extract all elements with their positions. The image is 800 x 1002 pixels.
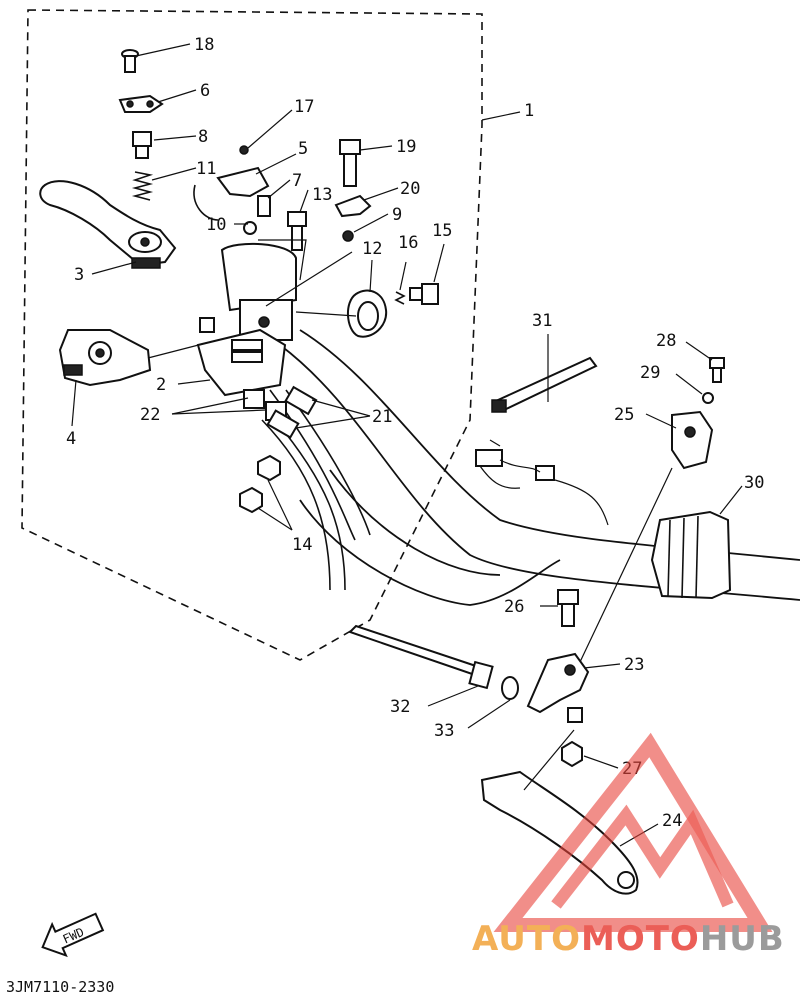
cable-tie-31 bbox=[491, 356, 598, 413]
brake-hoses bbox=[261, 389, 371, 591]
bracket-4 bbox=[58, 329, 152, 387]
callout-5: 5 bbox=[298, 139, 308, 159]
watermark-moto: MOTO bbox=[581, 919, 700, 959]
callout-14: 14 bbox=[292, 535, 312, 555]
spring-11 bbox=[131, 171, 154, 201]
washer-16 bbox=[394, 291, 406, 305]
clutch-cable bbox=[348, 624, 519, 700]
leader-lines bbox=[71, 43, 743, 847]
callout-12: 12 bbox=[362, 239, 382, 259]
clamp-20 bbox=[334, 194, 372, 218]
screw-28 bbox=[709, 357, 725, 383]
reservoir-parts bbox=[193, 145, 271, 235]
bolt-19 bbox=[339, 139, 361, 187]
callout-26: 26 bbox=[504, 597, 524, 617]
brake-lever bbox=[39, 180, 177, 269]
bolt-26 bbox=[557, 589, 579, 627]
callout-21: 21 bbox=[372, 407, 392, 427]
callout-2: 2 bbox=[156, 375, 166, 395]
wire-harness bbox=[475, 439, 609, 526]
svg-text:AUTOMOTOHUB: AUTOMOTOHUB bbox=[472, 919, 785, 959]
callout-11: 11 bbox=[196, 159, 216, 179]
callout-31: 31 bbox=[532, 311, 552, 331]
clutch-lever-24 bbox=[480, 770, 639, 895]
ring-29 bbox=[702, 392, 714, 404]
callout-30: 30 bbox=[744, 473, 764, 493]
callout-28: 28 bbox=[656, 331, 676, 351]
callout-13: 13 bbox=[312, 185, 332, 205]
drawing-code: 3JM7110-2330 bbox=[6, 978, 114, 996]
ring-9 bbox=[342, 230, 354, 242]
fittings-21 bbox=[266, 385, 318, 439]
callout-6: 6 bbox=[200, 81, 210, 101]
callout-25: 25 bbox=[614, 405, 634, 425]
bolt-18 bbox=[121, 49, 139, 73]
callout-4: 4 bbox=[66, 429, 76, 449]
callout-10: 10 bbox=[206, 215, 226, 235]
callout-19: 19 bbox=[396, 137, 416, 157]
callout-1: 1 bbox=[524, 101, 534, 121]
callout-15: 15 bbox=[432, 221, 452, 241]
plate-6 bbox=[118, 94, 164, 113]
callout-22: 22 bbox=[140, 405, 160, 425]
callout-29: 29 bbox=[640, 363, 660, 383]
callout-32: 32 bbox=[390, 697, 410, 717]
holder-23 bbox=[526, 652, 590, 723]
callout-18: 18 bbox=[194, 35, 214, 55]
nuts-14 bbox=[239, 454, 281, 514]
watermark-logo: AUTOMOTOHUB bbox=[472, 732, 785, 959]
watermark-auto: AUTO bbox=[472, 919, 581, 959]
callout-20: 20 bbox=[400, 179, 420, 199]
bolt-15 bbox=[409, 283, 439, 305]
callout-33: 33 bbox=[434, 721, 454, 741]
callout-23: 23 bbox=[624, 655, 644, 675]
grip-30 bbox=[650, 510, 732, 600]
callout-17: 17 bbox=[294, 97, 314, 117]
callout-8: 8 bbox=[198, 127, 208, 147]
callout-3: 3 bbox=[74, 265, 84, 285]
callout-7: 7 bbox=[292, 171, 302, 191]
bolt-13 bbox=[287, 211, 307, 251]
callout-labels: 18 6 8 11 3 17 5 7 13 10 19 20 9 1 15 16… bbox=[66, 35, 764, 831]
assembly-boundary bbox=[21, 9, 483, 661]
holder-12 bbox=[347, 289, 388, 338]
master-cylinder bbox=[196, 242, 297, 397]
nut-27 bbox=[561, 740, 583, 768]
pivot-8 bbox=[132, 131, 152, 159]
callout-24: 24 bbox=[662, 811, 682, 831]
switch-25 bbox=[671, 410, 714, 470]
fwd-arrow: FWD bbox=[41, 912, 105, 958]
watermark-hub: HUB bbox=[700, 919, 785, 959]
callout-9: 9 bbox=[392, 205, 402, 225]
callout-16: 16 bbox=[398, 233, 418, 253]
